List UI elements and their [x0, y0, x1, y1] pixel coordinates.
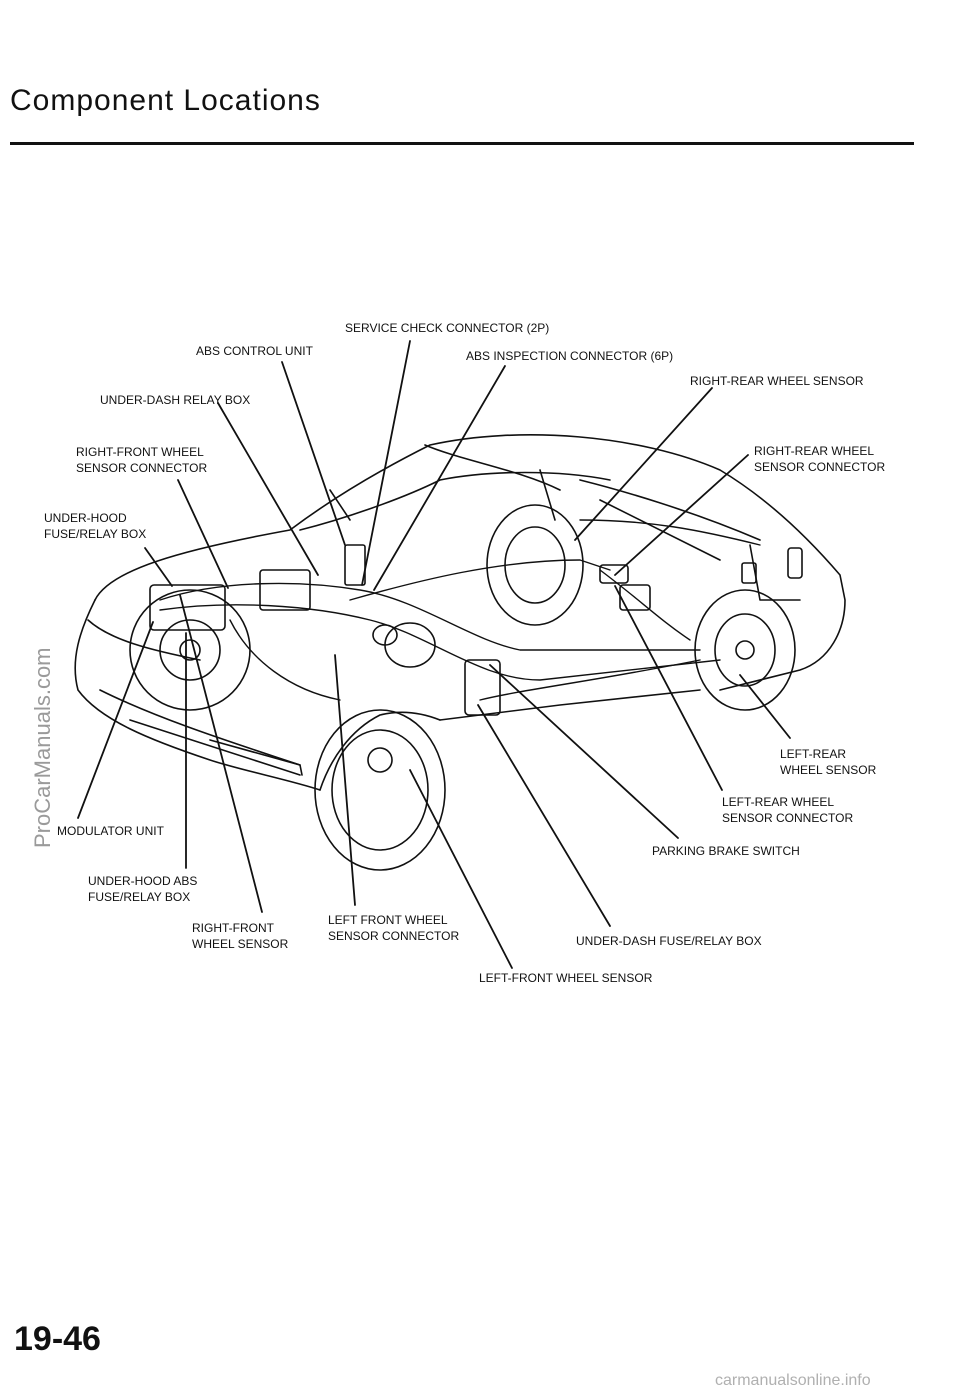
- label-under-hood-abs-fuse-relay-box: UNDER-HOOD ABS FUSE/RELAY BOX: [88, 874, 198, 904]
- label-left-front-wheel-sensor: LEFT-FRONT WHEEL SENSOR: [479, 971, 653, 985]
- label-left-rear-wheel-sensor: LEFT-REAR WHEEL SENSOR: [780, 747, 877, 777]
- label-abs-inspection-connector: ABS INSPECTION CONNECTOR (6P): [466, 349, 674, 363]
- label-under-dash-fuse-relay-box: UNDER-DASH FUSE/RELAY BOX: [576, 934, 762, 948]
- label-abs-control-unit: ABS CONTROL UNIT: [196, 344, 313, 358]
- page-title: Component Locations: [10, 84, 321, 117]
- wheel-right-rear: [486, 504, 584, 626]
- label-right-front-wheel-sensor-connector: RIGHT-FRONT WHEEL SENSOR CONNECTOR: [76, 445, 208, 475]
- wheel-left-rear: [694, 589, 796, 711]
- label-parking-brake-switch: PARKING BRAKE SWITCH: [652, 844, 800, 858]
- wheel-left-front: [314, 709, 446, 871]
- leader-lines: [77, 340, 791, 969]
- watermark: ProCarManuals.com: [22, 590, 55, 850]
- brake-lines: [159, 519, 761, 701]
- label-right-rear-wheel-sensor-connector: RIGHT-REAR WHEEL SENSOR CONNECTOR: [754, 444, 886, 474]
- label-left-rear-wheel-sensor-connector: LEFT-REAR WHEEL SENSOR CONNECTOR: [722, 795, 854, 825]
- label-right-rear-wheel-sensor: RIGHT-REAR WHEEL SENSOR: [690, 374, 864, 388]
- brake-components: [149, 544, 651, 716]
- label-modulator-unit: MODULATOR UNIT: [57, 824, 164, 838]
- label-under-hood-fuse-relay-box: UNDER-HOOD FUSE/RELAY BOX: [44, 511, 147, 541]
- label-under-dash-relay-box: UNDER-DASH RELAY BOX: [100, 393, 251, 407]
- watermark-text: ProCarManuals.com: [30, 647, 55, 848]
- car-body-outline: [74, 434, 846, 791]
- footer-url: carmanualsonline.info: [715, 1372, 871, 1389]
- wheel-right-front: [129, 589, 251, 711]
- label-right-front-wheel-sensor: RIGHT-FRONT WHEEL SENSOR: [192, 921, 289, 951]
- label-service-check-connector: SERVICE CHECK CONNECTOR (2P): [345, 321, 550, 335]
- title-rule: [10, 142, 914, 145]
- page-number: 19-46: [14, 1320, 101, 1358]
- label-left-front-wheel-sensor-connector: LEFT FRONT WHEEL SENSOR CONNECTOR: [328, 913, 460, 943]
